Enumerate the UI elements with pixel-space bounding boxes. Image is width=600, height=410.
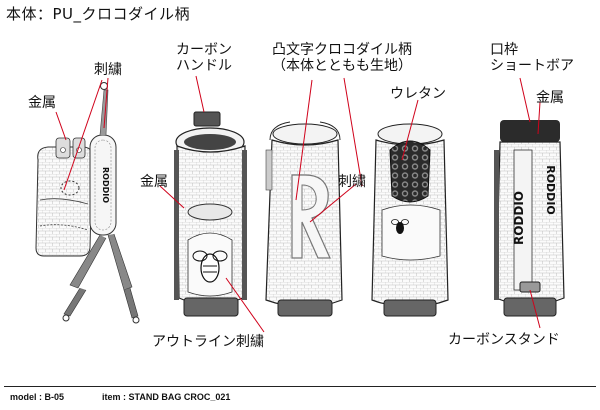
mouth-frame-fur [500, 120, 560, 142]
page-title: 本体：PU_クロコダイル柄 [6, 5, 191, 23]
bag-base [183, 297, 239, 317]
carbon-leg-left [174, 150, 179, 300]
strap-assembly: RODDIO [35, 82, 140, 324]
bag-front-view [174, 111, 247, 317]
label-urethane: ウレタン [390, 86, 446, 102]
label-embroidery-side: 刺繍 [338, 174, 366, 190]
model-number: model : B-05 [10, 392, 65, 402]
strap-brand-text: RODDIO [101, 167, 110, 203]
label-outline-embroidery: アウトライン刺繍 [152, 334, 264, 350]
footer-divider [4, 386, 596, 387]
label-metal-center: 金属 [140, 174, 168, 190]
carbon-handle [193, 111, 221, 127]
bee-emblem-small [391, 219, 409, 234]
back-pocket [381, 204, 441, 261]
leader-lines [55, 75, 541, 333]
bag-brand-side-view: RODDIO RODDIO [494, 120, 565, 317]
bag-side-view [265, 121, 343, 317]
bee-emblem-outline [192, 250, 228, 283]
label-metal-left: 金属 [28, 95, 56, 111]
carbon-leg-right [242, 150, 247, 300]
metal-fitting-dashed [60, 180, 80, 196]
item-name: item : STAND BAG CROC_021 [102, 392, 231, 402]
label-carbon-handle: カーボン ハンドル [176, 42, 232, 74]
bag-illustrations: RODDIO [35, 75, 565, 333]
label-carbon-stand: カーボンスタンド [448, 332, 560, 348]
brand-vertical-left: RODDIO [512, 191, 526, 245]
brand-vertical-right: RODDIO [544, 165, 557, 215]
bag-back-view [371, 123, 449, 317]
label-emboss-pattern: 凸文字クロコダイル柄 （本体とともも生地） [272, 42, 412, 74]
metal-badge [187, 203, 233, 221]
hood-pocket [35, 146, 93, 257]
carbon-stand-base [503, 297, 557, 317]
label-embroidery-strap: 刺繍 [94, 62, 122, 78]
label-mouth-frame: 口枠 ショートボア [490, 42, 574, 74]
urethane-pad [389, 140, 431, 203]
footer-bar: model : B-05 item : STAND BAG CROC_021 [0, 386, 600, 410]
label-metal-right: 金属 [536, 90, 564, 106]
